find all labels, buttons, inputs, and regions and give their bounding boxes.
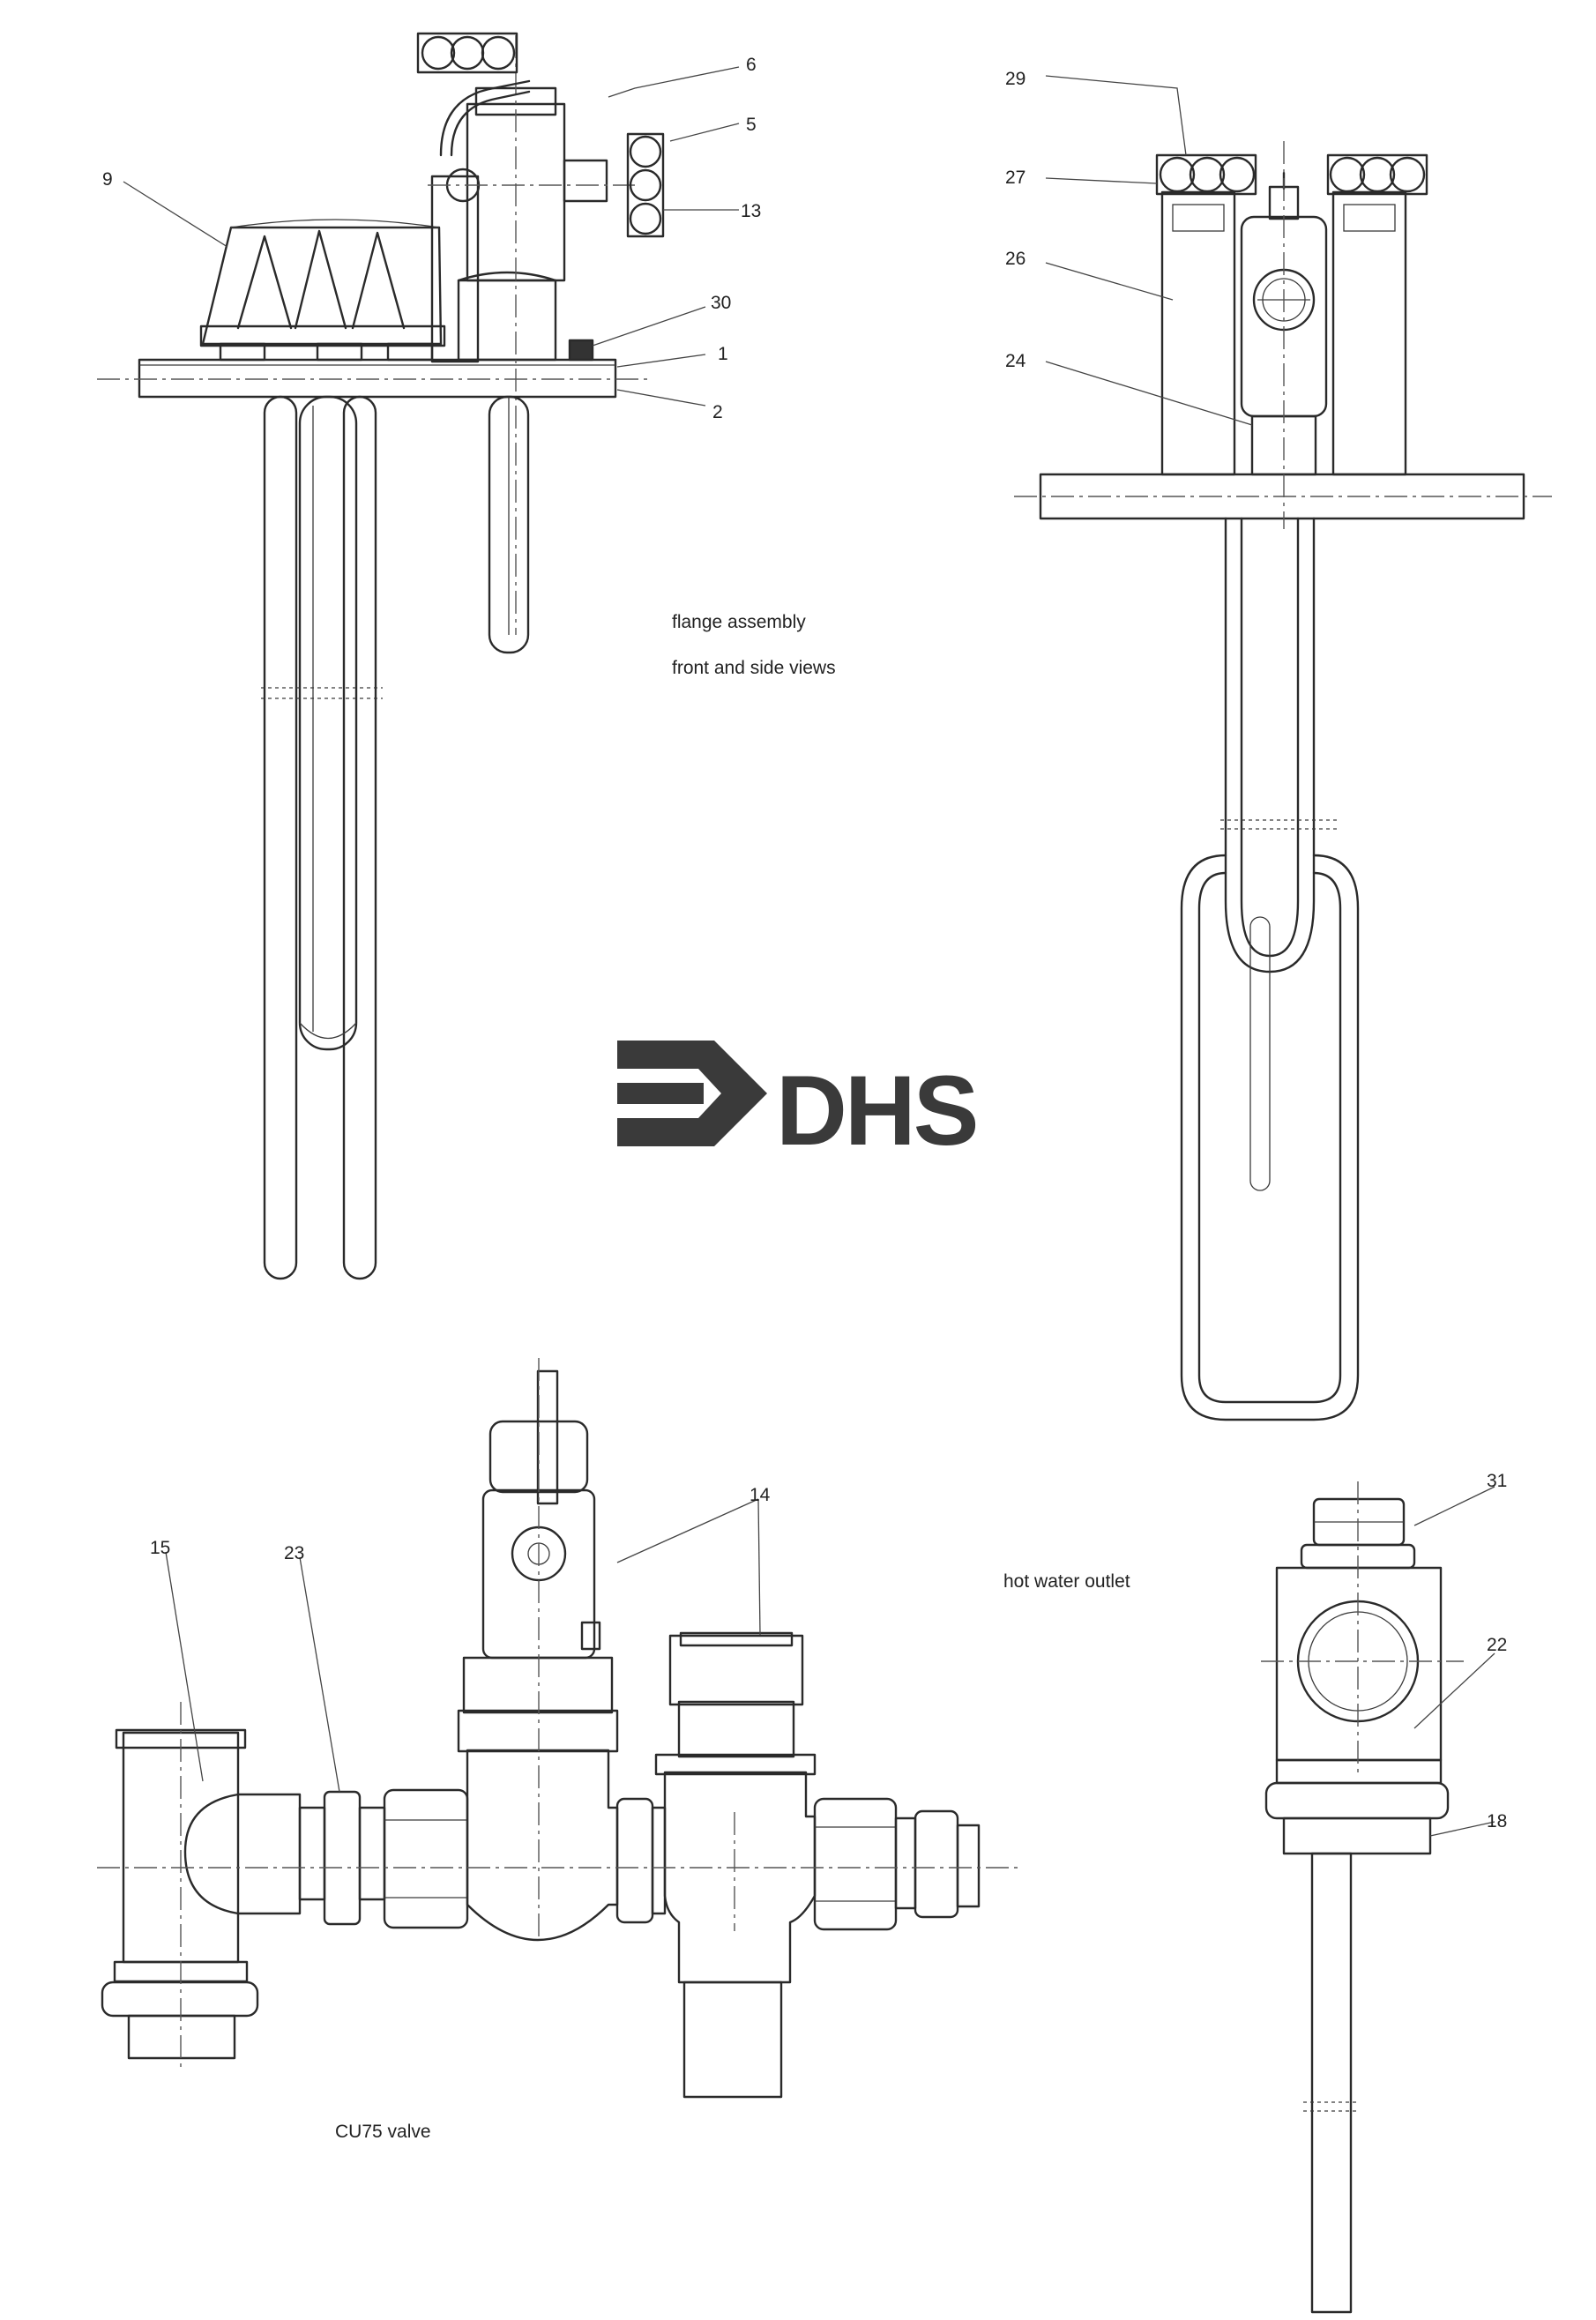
part-label-9: 9	[102, 169, 113, 190]
part-label-23: 23	[284, 1543, 304, 1563]
leader-lines	[123, 66, 1495, 1837]
caption-front-side-views: front and side views	[672, 658, 836, 678]
part-label-6: 6	[746, 55, 757, 75]
cu75-valve	[97, 1358, 1023, 2099]
part-label-18: 18	[1487, 1811, 1507, 1831]
hot-water-outlet	[1261, 1481, 1464, 2314]
part-label-31: 31	[1487, 1471, 1507, 1491]
part-label-2: 2	[712, 402, 723, 422]
flange-front-view	[97, 32, 665, 1280]
part-label-29: 29	[1005, 69, 1025, 89]
part-label-22: 22	[1487, 1635, 1507, 1655]
logo-arrow-mark	[617, 1041, 767, 1146]
part-labels: 6 5 9 13 30 1 2 29 27 26 24 14 15 23 31 …	[102, 55, 1507, 1831]
part-label-13: 13	[741, 201, 761, 221]
part-label-1: 1	[718, 344, 728, 364]
flange-side-view	[1014, 141, 1552, 1421]
caption-hot-water-outlet: hot water outlet	[1003, 1571, 1130, 1592]
part-label-14: 14	[750, 1485, 771, 1505]
part-label-30: 30	[711, 293, 731, 313]
part-label-5: 5	[746, 115, 757, 135]
caption-cu75-valve: CU75 valve	[335, 2122, 431, 2142]
dhs-logo: DHS	[617, 1041, 979, 1166]
part-label-27: 27	[1005, 168, 1025, 188]
part-label-15: 15	[150, 1538, 170, 1558]
caption-flange-assembly: flange assembly	[672, 612, 806, 632]
part-label-24: 24	[1005, 351, 1026, 371]
part-label-26: 26	[1005, 249, 1025, 269]
captions: flange assembly front and side views hot…	[335, 612, 1130, 2142]
logo-text: DHS	[776, 1056, 976, 1166]
